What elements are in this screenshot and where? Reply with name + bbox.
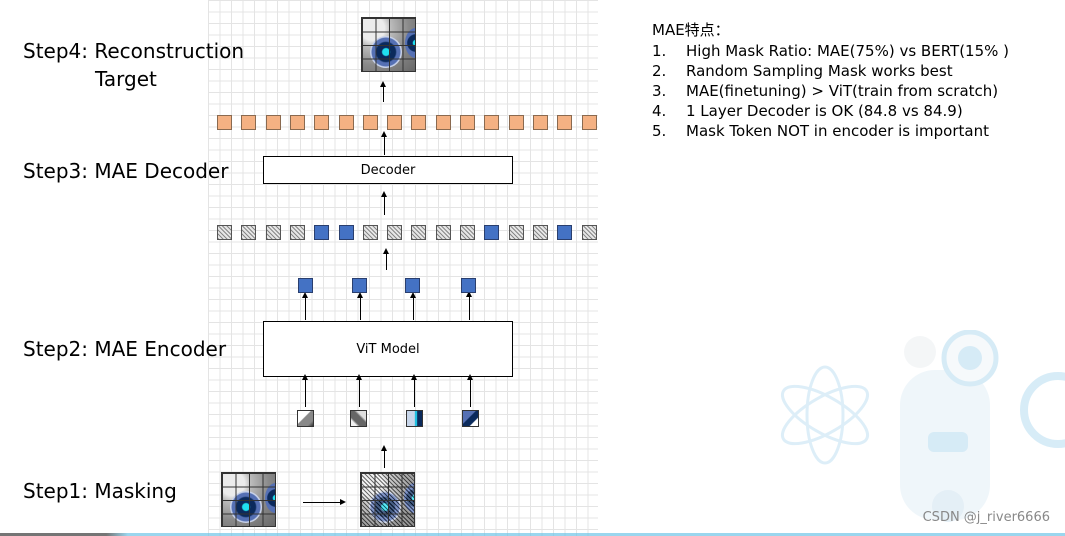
patch-grid bbox=[361, 473, 414, 526]
decoder-input-token-gray bbox=[387, 225, 403, 240]
feature-number: 5. bbox=[652, 122, 667, 140]
arrow-up bbox=[411, 374, 417, 407]
decoder-input-token-gray bbox=[508, 225, 524, 240]
feature-text: Random Sampling Mask works best bbox=[686, 62, 953, 80]
decoder-box: Decoder bbox=[263, 156, 513, 184]
decoder-input-token-gray bbox=[435, 225, 451, 240]
visible-patch bbox=[350, 410, 367, 427]
step4-label: Step4: Reconstruction bbox=[23, 39, 245, 63]
feature-item: 2. Random Sampling Mask works best bbox=[652, 61, 1009, 81]
decoder-input-token-gray bbox=[460, 225, 475, 240]
arrow-up bbox=[466, 291, 472, 320]
arrow-up bbox=[383, 248, 389, 270]
decoder-input-token-gray bbox=[289, 225, 305, 240]
features-title: MAE特点： bbox=[652, 21, 730, 39]
input-image bbox=[221, 472, 276, 527]
decoder-output-token-orange bbox=[387, 115, 403, 130]
decoder-output-token-orange bbox=[581, 115, 597, 130]
feature-item: 4. 1 Layer Decoder is OK (84.8 vs 84.9) bbox=[652, 101, 1009, 121]
decoder-output-token-orange bbox=[289, 115, 305, 130]
decoder-input-token-blue bbox=[557, 225, 573, 240]
step3-label: Step3: MAE Decoder bbox=[23, 159, 229, 183]
decoder-input-token-blue bbox=[484, 225, 500, 240]
decoder-output-token-orange bbox=[217, 115, 232, 130]
decoder-output-token-orange bbox=[435, 115, 451, 130]
patch-grid bbox=[362, 18, 415, 71]
step4-label-line2: Target bbox=[95, 67, 157, 91]
decoder-input-token-gray bbox=[581, 225, 597, 240]
arrow-up bbox=[302, 292, 308, 320]
step2-label: Step2: MAE Encoder bbox=[23, 337, 227, 361]
arrow-up bbox=[381, 445, 387, 468]
arrow-up bbox=[410, 292, 416, 320]
decoder-output-token-orange bbox=[362, 115, 378, 130]
feature-number: 2. bbox=[652, 62, 667, 80]
mae-features: MAE特点： 1. High Mask Ratio: MAE(75%) vs B… bbox=[652, 20, 1009, 141]
feature-text: 1 Layer Decoder is OK (84.8 vs 84.9) bbox=[686, 102, 963, 120]
arrow-up bbox=[380, 81, 386, 102]
arrow-up bbox=[381, 191, 387, 215]
vit-model-label: ViT Model bbox=[356, 341, 420, 357]
csdn-watermark: CSDN @j_river6666 bbox=[922, 510, 1050, 525]
arrow-up bbox=[356, 374, 362, 407]
encoder-output-token-blue bbox=[461, 278, 476, 293]
decoder-output-token-orange bbox=[314, 115, 330, 130]
decoder-input-token-gray bbox=[411, 225, 427, 240]
feature-number: 4. bbox=[652, 102, 667, 120]
feature-text: Mask Token NOT in encoder is important bbox=[686, 122, 989, 140]
decoder-output-token-orange bbox=[557, 115, 573, 130]
decoder-output-token-orange bbox=[338, 115, 354, 130]
feature-text: High Mask Ratio: MAE(75%) vs BERT(15% ) bbox=[686, 42, 1010, 60]
step1-label: Step1: Masking bbox=[23, 479, 177, 503]
decoder-input-token-gray bbox=[532, 225, 548, 240]
vit-model-box: ViT Model bbox=[263, 321, 513, 377]
encoder-output-token-blue bbox=[298, 278, 313, 293]
decoder-output-token-orange bbox=[241, 115, 257, 130]
arrow-up bbox=[302, 374, 308, 407]
decoder-output-token-orange bbox=[532, 115, 548, 130]
arrow-up bbox=[381, 131, 387, 155]
decoder-output-token-orange bbox=[460, 115, 475, 130]
feature-text: MAE(finetuning) > ViT(train from scratch… bbox=[686, 82, 999, 100]
decoder-label: Decoder bbox=[360, 162, 416, 178]
visible-patch bbox=[297, 410, 314, 427]
feature-item: 3. MAE(finetuning) > ViT(train from scra… bbox=[652, 81, 1009, 101]
feature-number: 1. bbox=[652, 42, 667, 60]
encoder-output-token-blue bbox=[352, 278, 367, 293]
reconstruction-image bbox=[361, 17, 416, 72]
visible-patch bbox=[406, 410, 423, 427]
grid-background bbox=[208, 0, 598, 536]
decoder-input-token-gray bbox=[241, 225, 257, 240]
encoder-output-token-blue bbox=[405, 278, 420, 293]
arrow-up bbox=[467, 374, 473, 407]
decoder-input-token-gray bbox=[217, 225, 232, 240]
feature-number: 3. bbox=[652, 82, 667, 100]
masked-image bbox=[360, 472, 415, 527]
decoder-output-token-orange bbox=[508, 115, 524, 130]
feature-item: 1. High Mask Ratio: MAE(75%) vs BERT(15%… bbox=[652, 41, 1009, 61]
decoder-input-token-gray bbox=[362, 225, 378, 240]
patch-grid bbox=[222, 473, 275, 526]
decoder-input-token-gray bbox=[265, 225, 281, 240]
decoder-output-token-orange bbox=[265, 115, 281, 130]
arrow-up bbox=[357, 292, 363, 320]
bottom-bar bbox=[0, 533, 1065, 536]
decoder-output-token-orange bbox=[411, 115, 427, 130]
feature-item: 5. Mask Token NOT in encoder is importan… bbox=[652, 121, 1009, 141]
decoder-input-token-blue bbox=[338, 225, 354, 240]
features-list: 1. High Mask Ratio: MAE(75%) vs BERT(15%… bbox=[652, 41, 1009, 141]
visible-patch bbox=[462, 410, 479, 427]
arrow-right bbox=[303, 499, 346, 505]
decoder-output-token-orange bbox=[484, 115, 500, 130]
robot-watermark-icon bbox=[780, 330, 1065, 522]
decoder-input-token-blue bbox=[314, 225, 330, 240]
